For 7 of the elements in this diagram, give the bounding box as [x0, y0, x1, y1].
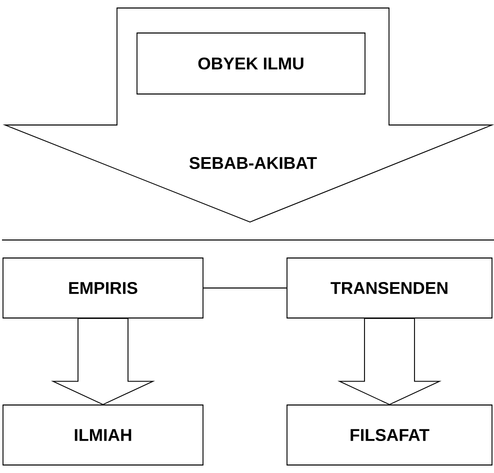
process-box: FILSAFAT: [286, 404, 492, 466]
process-box: EMPIRIS: [2, 258, 204, 318]
process-box: ILMIAH: [2, 404, 204, 466]
process-box: OBYEK ILMU: [136, 32, 366, 94]
block-arrow: [337, 318, 442, 406]
process-box: TRANSENDEN: [286, 258, 492, 318]
block-arrow: [50, 318, 156, 406]
